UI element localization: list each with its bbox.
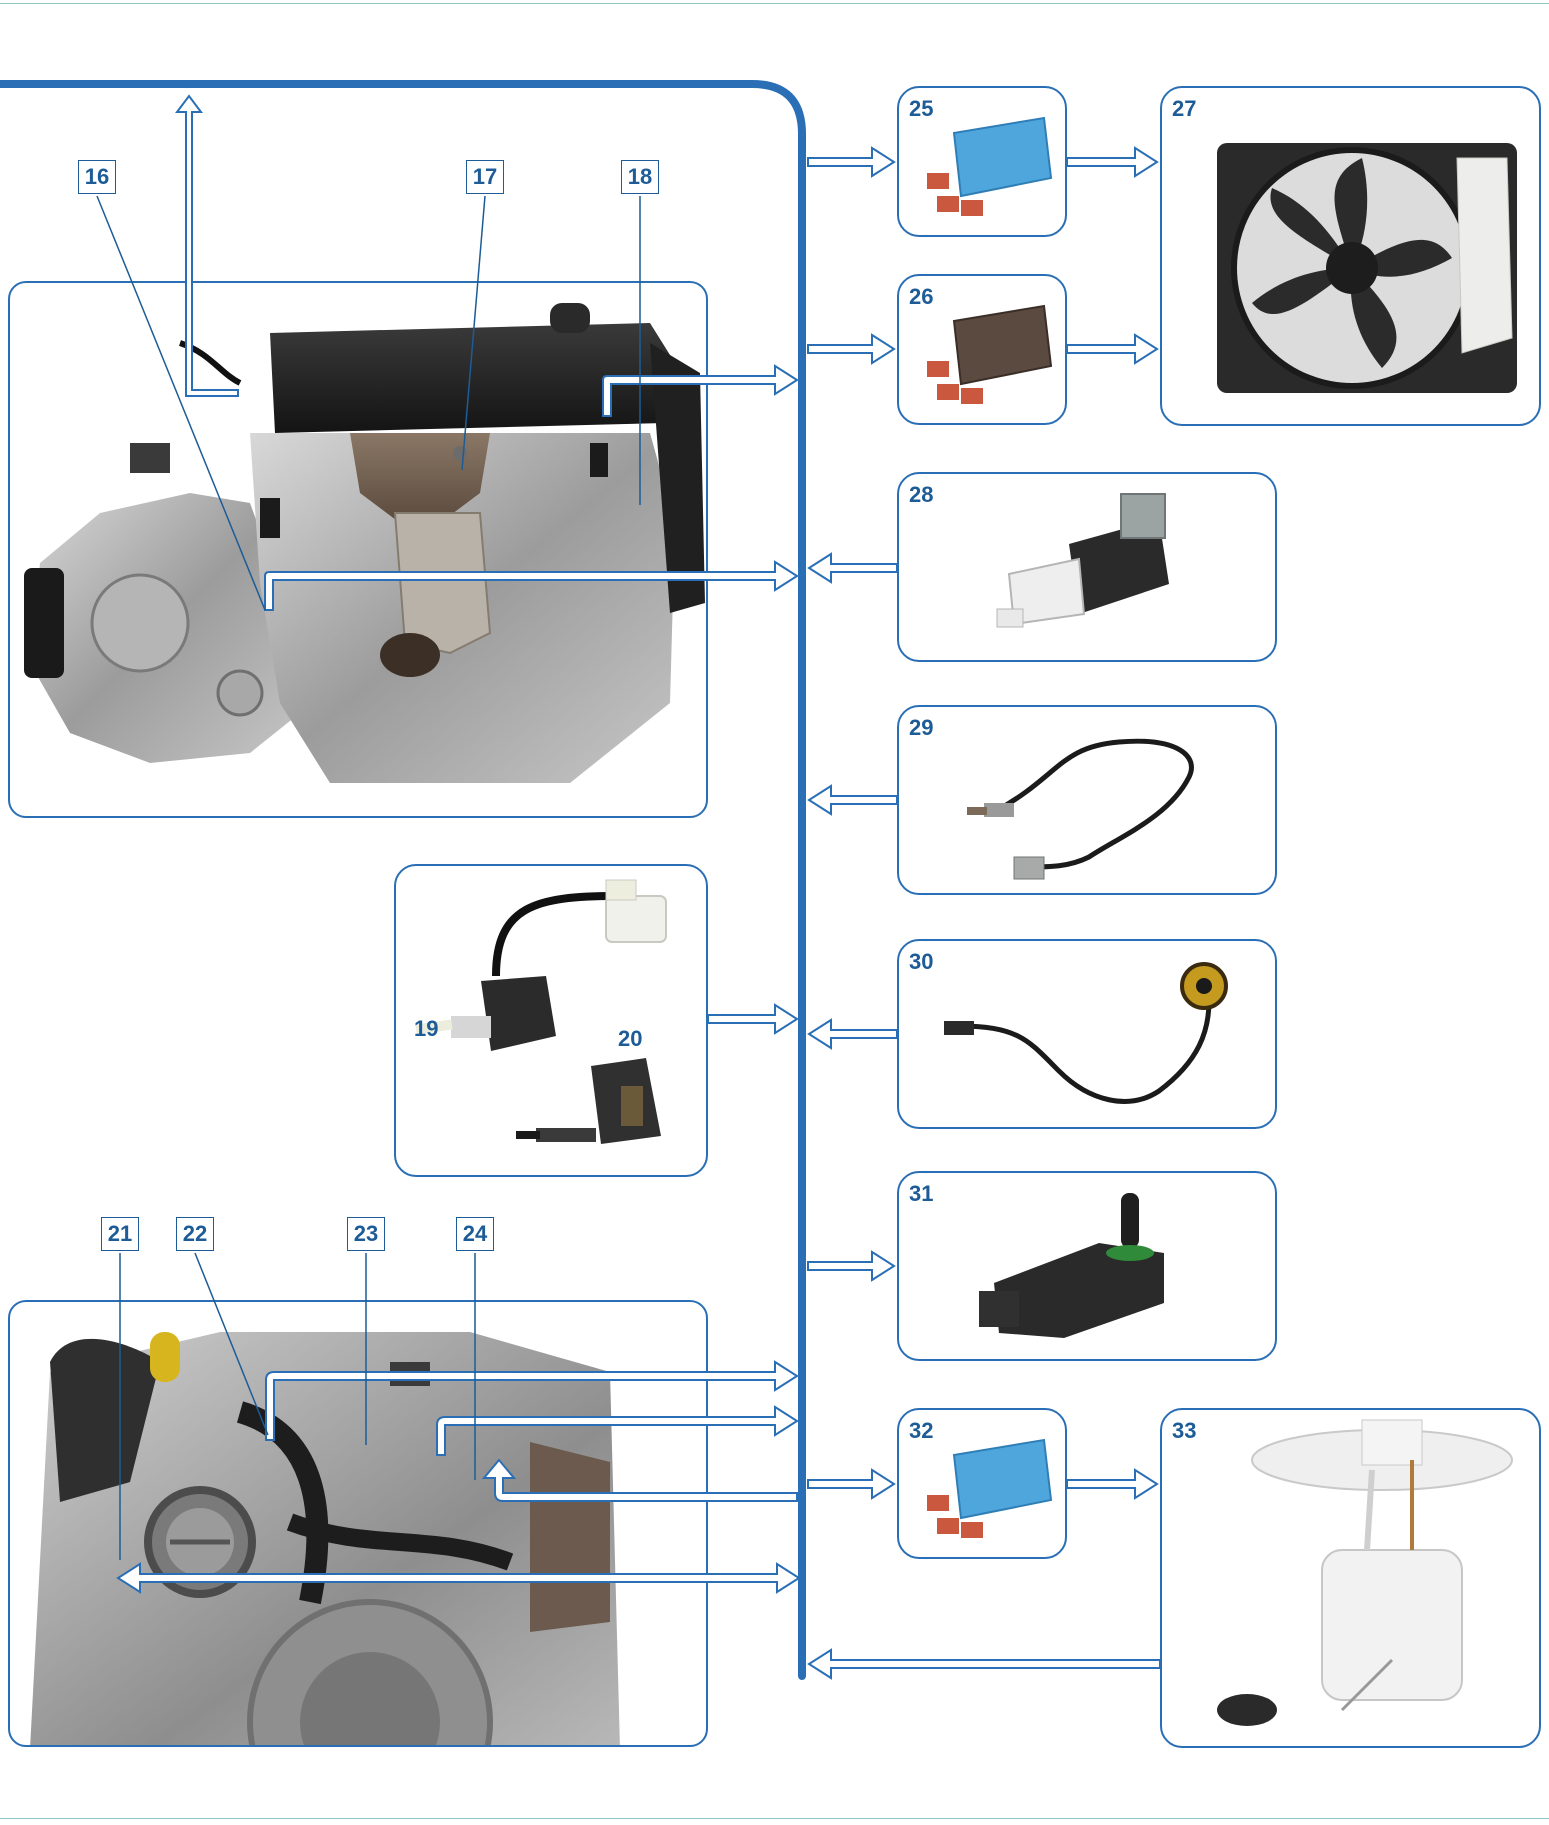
arrow-33-to-bus (807, 1648, 1161, 1680)
main-harness-bus (0, 80, 806, 1680)
pedal-switches-illustration (415, 879, 667, 1144)
arrow-to-31 (807, 1250, 896, 1282)
fan-relay-icon (927, 116, 1053, 216)
arrow-19-20-to-bus (707, 1003, 799, 1035)
arrow-16-to-bus (264, 560, 799, 611)
pedal-switch-icon (996, 493, 1169, 628)
label-33: 33 (1172, 1418, 1197, 1443)
intake-side-illustration (30, 1332, 620, 1745)
arrow-up-to-top (175, 94, 239, 397)
fuel-pump-module-icon (1217, 1419, 1513, 1726)
label-23: 23 (347, 1217, 385, 1251)
label-21: 21 (101, 1217, 139, 1251)
knock-sensor-icon (944, 962, 1228, 1104)
label-19: 19 (414, 1016, 439, 1041)
arrow-to-26 (807, 333, 896, 365)
label-28: 28 (909, 482, 934, 507)
label-17: 17 (466, 160, 504, 194)
arrow-26-to-27 (1066, 333, 1159, 365)
label-29: 29 (909, 715, 934, 740)
label-31: 31 (909, 1181, 934, 1206)
fan-relay-high-icon (927, 304, 1053, 404)
label-22: 22 (176, 1217, 214, 1251)
label-16: 16 (78, 160, 116, 194)
label-24: 24 (456, 1217, 494, 1251)
pedal-switches-panel: 19 20 (394, 864, 708, 1177)
box-29: 29 (897, 705, 1277, 895)
fuel-pump-relay-icon (927, 1438, 1053, 1538)
arrow-25-to-27 (1066, 146, 1159, 178)
bottom-rule (0, 1818, 1549, 1819)
box-26: 26 (897, 274, 1067, 425)
arrow-21-bidirectional (116, 1562, 801, 1594)
box-31: 31 (897, 1171, 1277, 1361)
label-25: 25 (909, 96, 934, 121)
oxygen-sensor-icon (967, 738, 1194, 880)
arrow-to-32 (807, 1468, 896, 1500)
arrow-23-to-bus (436, 1405, 799, 1456)
pressure-sensor-icon (979, 1193, 1164, 1338)
top-rule (0, 3, 1549, 4)
box-25: 25 (897, 86, 1067, 237)
box-32: 32 (897, 1408, 1067, 1559)
arrow-30-to-bus (807, 1018, 898, 1050)
arrow-bus-to-24 (481, 1458, 798, 1502)
arrow-to-25 (807, 146, 896, 178)
leader-16 (96, 195, 266, 611)
leader-17 (461, 195, 486, 471)
arrow-18-to-bus (602, 364, 799, 417)
arrow-28-to-bus (807, 552, 898, 584)
label-30: 30 (909, 949, 934, 974)
label-32: 32 (909, 1418, 934, 1443)
label-27: 27 (1172, 96, 1197, 121)
label-18: 18 (621, 160, 659, 194)
box-28: 28 (897, 472, 1277, 662)
engine-illustration (24, 303, 705, 783)
arrow-32-to-33 (1066, 1468, 1159, 1500)
label-20: 20 (618, 1026, 643, 1051)
arrow-22-to-bus (265, 1360, 799, 1441)
leader-22 (194, 1252, 269, 1436)
label-26: 26 (909, 284, 934, 309)
arrow-29-to-bus (807, 784, 898, 816)
box-33: 33 (1160, 1408, 1541, 1748)
box-27: 27 (1160, 86, 1541, 426)
engine-photo-panel (8, 281, 708, 818)
radiator-fan-icon (1217, 143, 1517, 393)
